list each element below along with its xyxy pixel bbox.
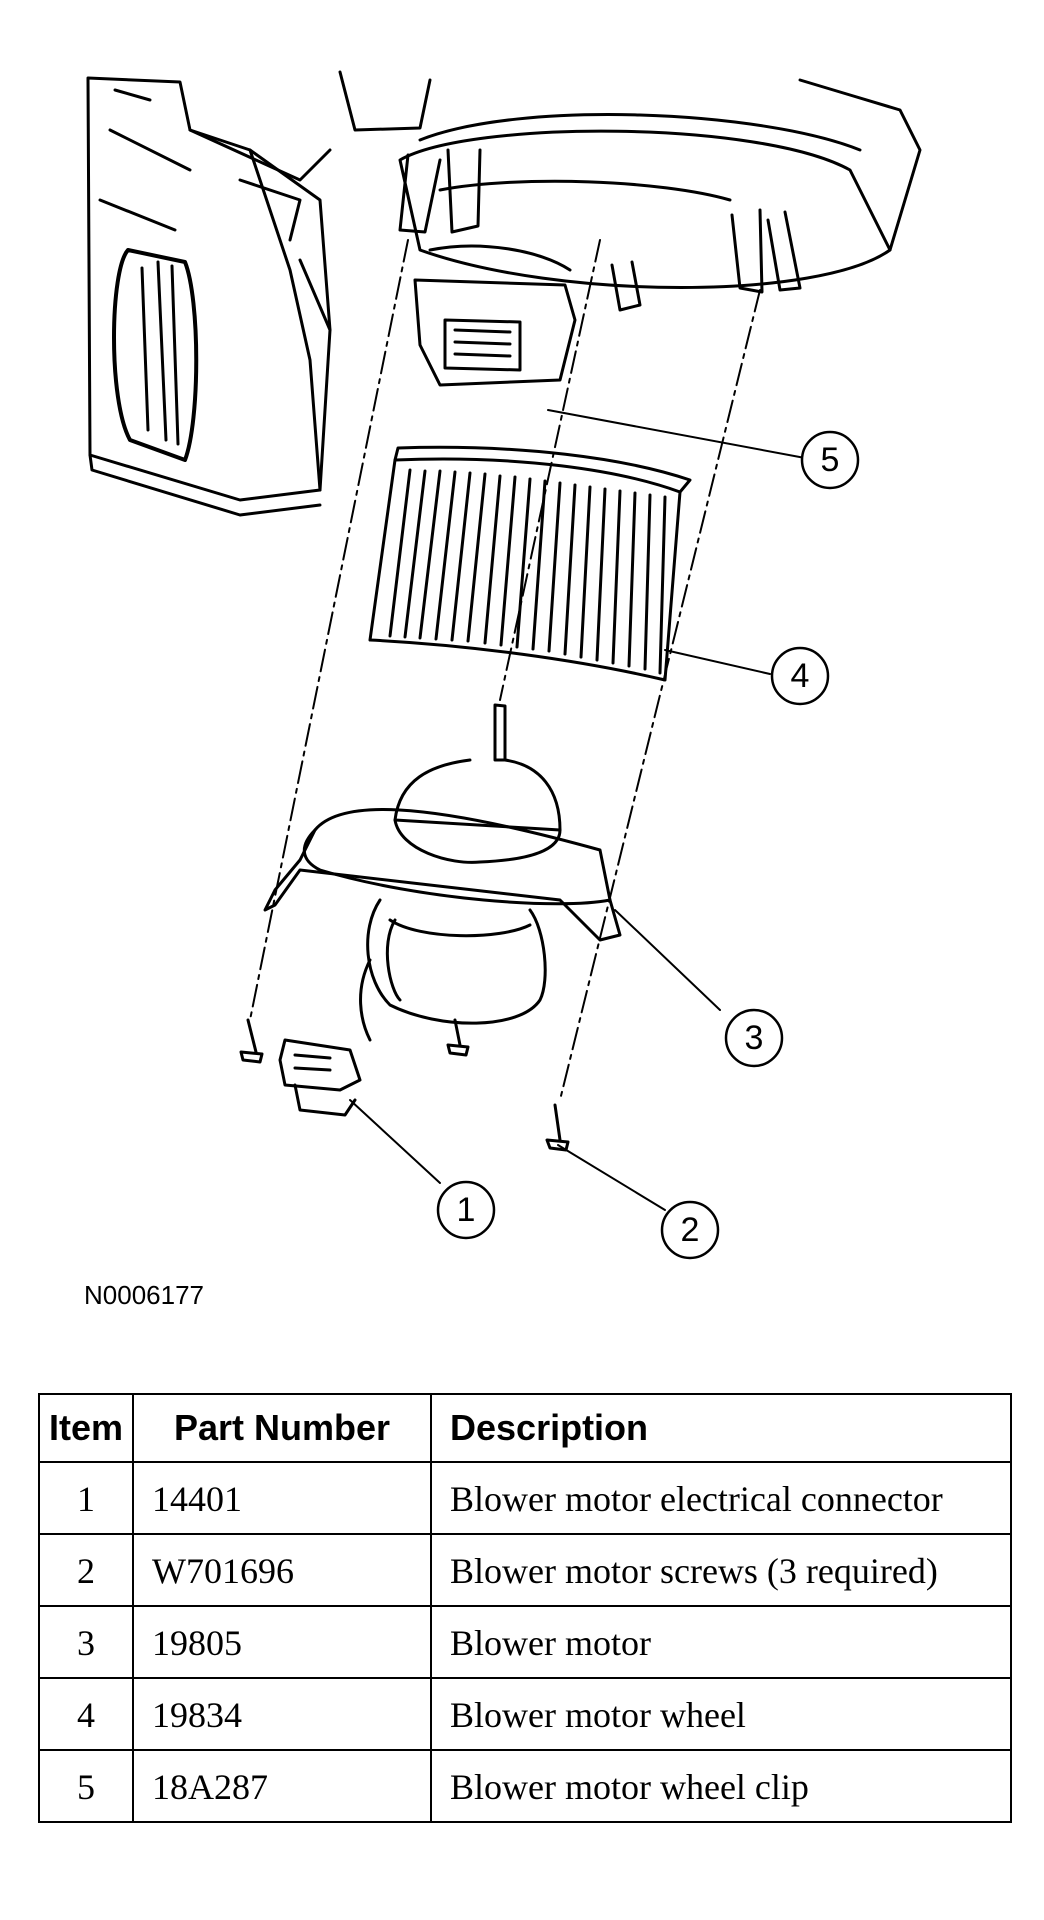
row-part-number: 19805 <box>132 1605 432 1679</box>
header-item: Item <box>38 1393 134 1463</box>
row-description: Blower motor electrical connector <box>430 1461 1012 1535</box>
callout-3: 3 <box>724 1008 784 1068</box>
callout-1-label: 1 <box>457 1191 476 1229</box>
blower-motor <box>263 703 622 1025</box>
row-part-number: 14401 <box>132 1461 432 1535</box>
table-row: 1 14401 Blower motor electrical connecto… <box>38 1461 1012 1535</box>
callout-3-label: 3 <box>745 1019 764 1057</box>
callout-5-label: 5 <box>821 441 840 479</box>
table-row: 5 18A287 Blower motor wheel clip <box>38 1749 1012 1823</box>
table-row: 2 W701696 Blower motor screws (3 require… <box>38 1533 1012 1607</box>
table-header-row: Item Part Number Description <box>38 1393 1012 1463</box>
row-part-number: W701696 <box>132 1533 432 1607</box>
mounting-ring <box>398 78 922 312</box>
table-row: 4 19834 Blower motor wheel <box>38 1677 1012 1751</box>
electrical-connector <box>278 958 372 1117</box>
row-description: Blower motor wheel <box>430 1677 1012 1751</box>
figure-id: N0006177 <box>84 1280 204 1310</box>
row-part-number: 18A287 <box>132 1749 432 1823</box>
row-item: 5 <box>38 1749 134 1823</box>
screws <box>239 1018 570 1152</box>
table-row: 3 19805 Blower motor <box>38 1605 1012 1679</box>
blower-motor-exploded-diagram: 5 4 3 1 2 <box>86 70 922 1260</box>
row-item: 2 <box>38 1533 134 1607</box>
header-part-number: Part Number <box>132 1393 432 1463</box>
row-description: Blower motor screws (3 required) <box>430 1533 1012 1607</box>
blower-control-module <box>413 244 577 387</box>
parts-table: Item Part Number Description 1 14401 Blo… <box>38 1393 1012 1823</box>
leader-lines <box>349 409 806 1211</box>
header-description: Description <box>430 1393 1012 1463</box>
row-item: 1 <box>38 1461 134 1535</box>
callout-2: 2 <box>660 1200 720 1260</box>
blower-wheel <box>368 445 692 682</box>
row-item: 4 <box>38 1677 134 1751</box>
row-description: Blower motor wheel clip <box>430 1749 1012 1823</box>
row-item: 3 <box>38 1605 134 1679</box>
callout-4: 4 <box>770 646 830 706</box>
callout-1: 1 <box>436 1180 496 1240</box>
callout-4-label: 4 <box>791 657 810 695</box>
row-part-number: 19834 <box>132 1677 432 1751</box>
row-description: Blower motor <box>430 1605 1012 1679</box>
callout-5: 5 <box>800 430 860 490</box>
alignment-lines <box>249 239 761 1101</box>
callout-2-label: 2 <box>681 1211 700 1249</box>
blower-housing <box>86 70 432 517</box>
